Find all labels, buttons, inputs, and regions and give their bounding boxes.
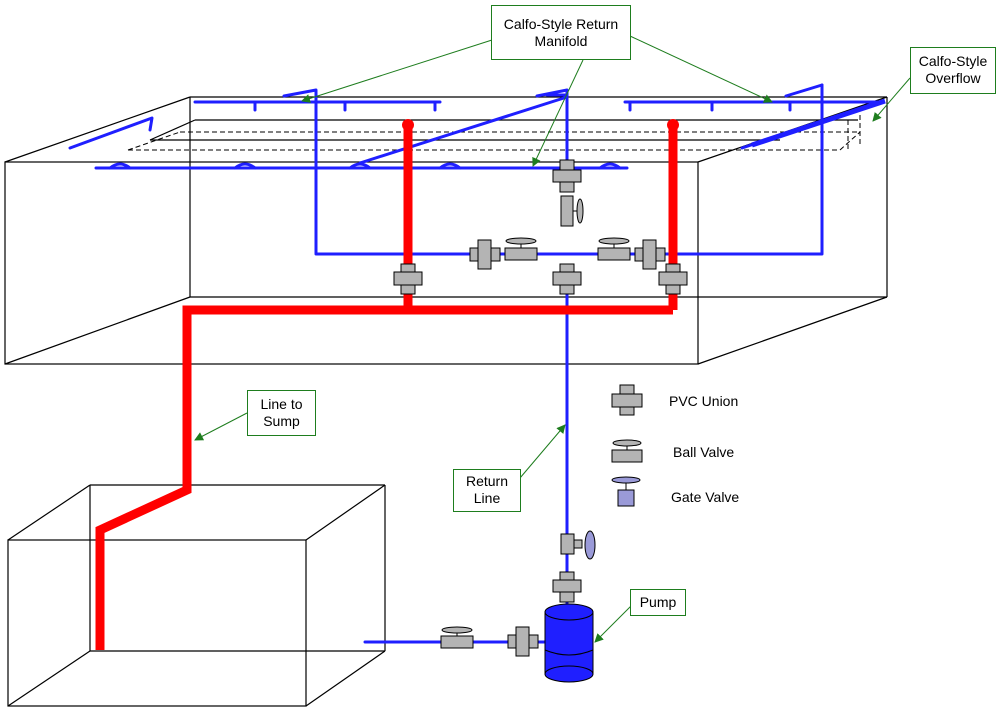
fittings	[393, 159, 688, 295]
sump-tank	[7, 484, 386, 707]
legend-ball-valve-label: Ball Valve	[673, 444, 735, 460]
drain-cap-right	[667, 119, 679, 131]
callout-return-line-line2: Line	[473, 490, 501, 506]
callout-pump-line1: Pump	[639, 594, 677, 610]
callout-line-to-sump-line1: Line to	[260, 396, 303, 412]
gate-valve-legend-icon	[611, 476, 641, 507]
callout-line-to-sump-line2: Sump	[263, 413, 300, 429]
callout-return-line: Return Line	[453, 469, 521, 512]
ball-valve-legend-icon	[611, 439, 643, 463]
callout-pump: Pump	[630, 589, 686, 616]
callout-overflow-line1: Calfo-Style	[918, 53, 988, 69]
callout-return-line-line1: Return	[465, 473, 509, 489]
callout-return-manifold-line1: Calfo-Style Return	[503, 16, 619, 32]
callout-return-manifold-line2: Manifold	[534, 33, 588, 49]
callout-overflow: Calfo-Style Overflow	[910, 47, 996, 94]
legend-gate-valve-label: Gate Valve	[671, 489, 740, 505]
legend-pvc-union-label: PVC Union	[669, 393, 739, 409]
return-line-pipe-thick	[751, 98, 886, 148]
callout-arrows	[194, 35, 911, 643]
callout-return-manifold: Calfo-Style Return Manifold	[491, 5, 631, 60]
calfo-overflow-box	[127, 115, 861, 151]
drain-plumbing	[95, 126, 678, 650]
callout-overflow-line2: Overflow	[925, 70, 981, 86]
drain-cap-left	[402, 119, 414, 131]
callout-line-to-sump: Line to Sump	[247, 390, 316, 436]
pump-fittings	[440, 530, 596, 657]
pvc-union-legend-icon	[611, 384, 643, 416]
pump	[544, 603, 594, 683]
